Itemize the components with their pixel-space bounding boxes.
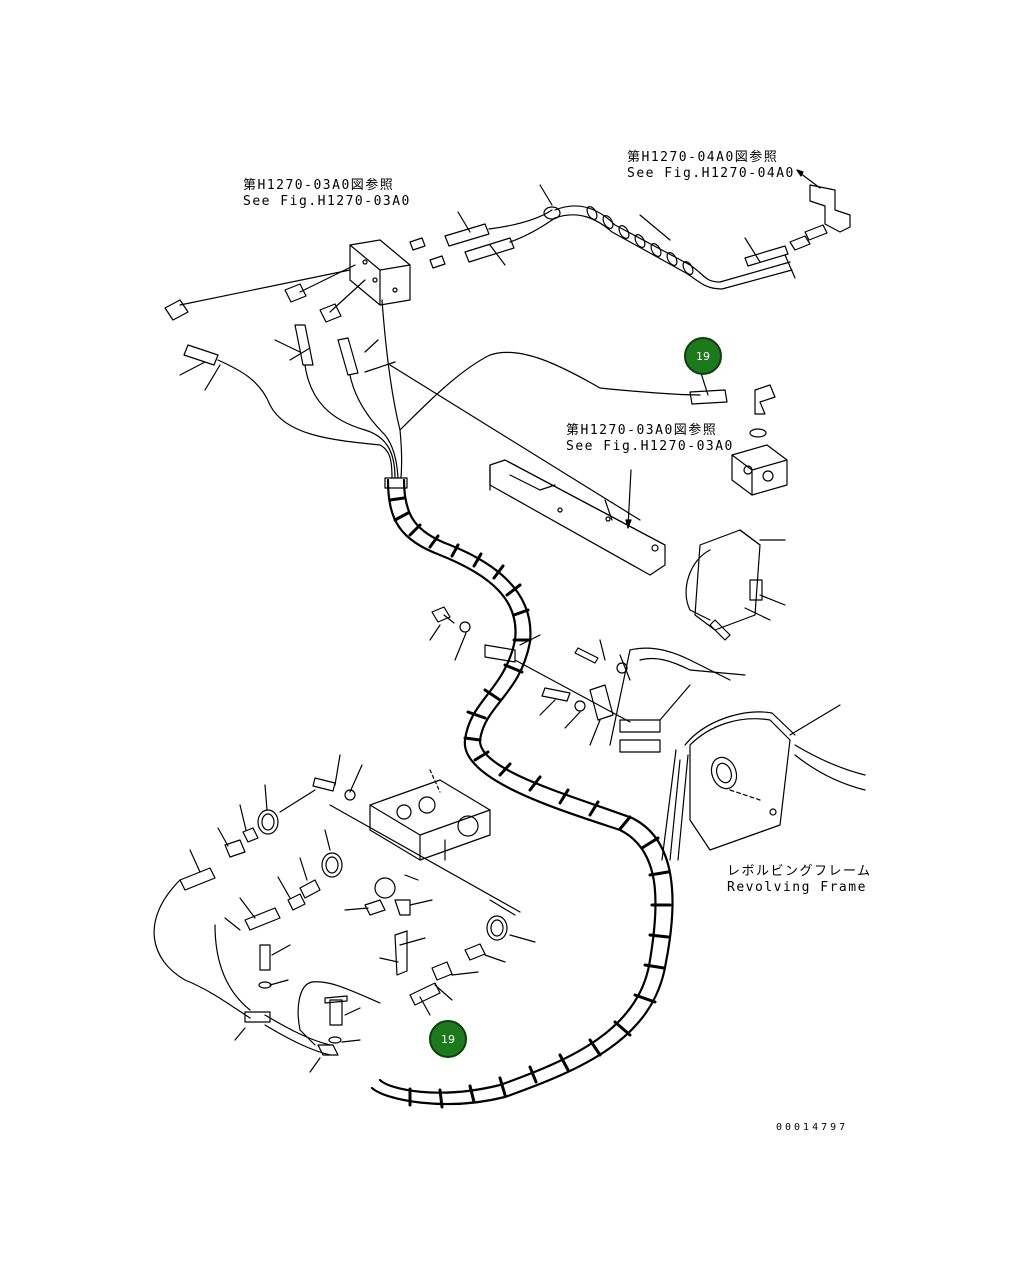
lower-left-fittings xyxy=(153,784,343,1073)
lower-centre-fittings xyxy=(297,874,536,1056)
revolving-frame xyxy=(661,704,866,861)
revolving-frame-label: レボルビングフレーム Revolving Frame xyxy=(727,864,872,896)
wire-bundle xyxy=(217,299,701,521)
upper-pipe-assembly xyxy=(539,169,851,290)
reference-note-jp: 第H1270-03A0図参照 xyxy=(243,178,395,193)
lower-bracket xyxy=(279,754,521,913)
reference-note-en: See Fig.H1270-03A0 xyxy=(566,439,734,454)
callout-19-lower[interactable]: 19 xyxy=(429,1020,467,1058)
clamp-hardware xyxy=(429,606,631,746)
reference-note-jp: 第H1270-03A0図参照 xyxy=(566,423,718,438)
reference-note-en: See Fig.H1270-03A0 xyxy=(243,194,411,209)
drawing-number: 00014797 xyxy=(776,1122,849,1133)
reference-note-middle: 第H1270-03A0図参照 See Fig.H1270-03A0 xyxy=(566,423,734,455)
valve-block-right xyxy=(689,369,788,496)
support-bracket xyxy=(609,529,786,753)
valve-block-upper xyxy=(349,239,411,306)
frame-label-jp: レボルビングフレーム xyxy=(727,864,872,879)
reference-note-top-right: 第H1270-04A0図参照 See Fig.H1270-04A0 xyxy=(627,150,795,182)
reference-note-jp: 第H1270-04A0図参照 xyxy=(627,150,779,165)
callout-19-upper[interactable]: 19 xyxy=(684,337,722,375)
reference-note-en: See Fig.H1270-04A0 xyxy=(627,166,795,181)
reference-note-top-left: 第H1270-03A0図参照 See Fig.H1270-03A0 xyxy=(243,178,411,210)
left-fittings xyxy=(164,264,396,391)
frame-label-en: Revolving Frame xyxy=(727,880,867,895)
upper-hoses xyxy=(409,209,556,269)
spiral-hose xyxy=(370,477,674,1109)
guard-rail xyxy=(489,459,666,576)
